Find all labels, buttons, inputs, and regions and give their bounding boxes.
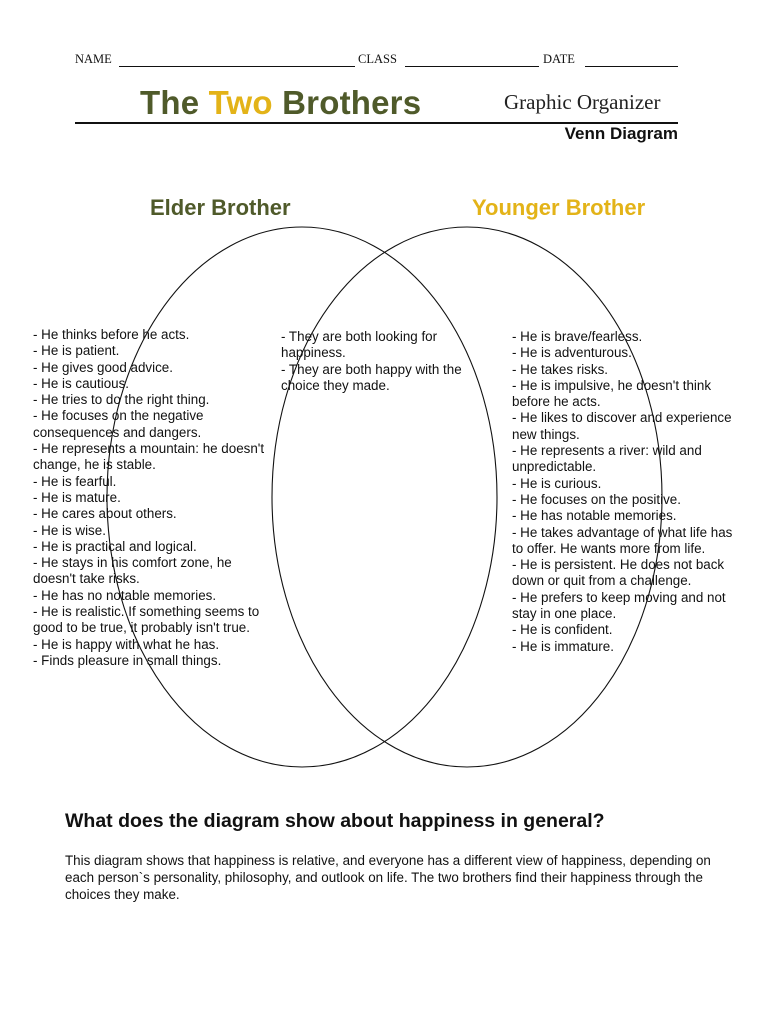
right-ellipse [271, 226, 663, 768]
title-word-two: Two [208, 84, 273, 121]
elder-trait-item: - He thinks before he acts. [33, 327, 190, 342]
younger-trait-item: - He is adventurous. [512, 345, 632, 361]
younger-brother-title: Younger Brother [472, 195, 646, 220]
elder-trait-item: - He gives good advice. [33, 359, 173, 375]
younger-trait-item: - He represents a river: wild and unpred… [512, 443, 702, 475]
date-label: DATE [543, 52, 575, 66]
title-word-brothers: Brothers [272, 84, 422, 121]
elder-trait-item: - He is realistic. If something seems to… [33, 604, 260, 636]
elder-brother-title: Elder Brother [150, 195, 291, 220]
name-label: NAME [75, 52, 112, 66]
left-ellipse [106, 226, 498, 768]
shared-trait-item: - They are both happy with the choice th… [281, 361, 462, 393]
page-title: The Two Brothers [140, 84, 421, 122]
younger-trait-item: - He focuses on the positive. [512, 491, 681, 507]
class-blank[interactable] [405, 66, 539, 67]
younger-trait-item: - He takes advantage of what life has to… [512, 524, 733, 556]
answer-text[interactable]: This diagram shows that happiness is rel… [65, 853, 711, 902]
elder-trait-item: - He represents a mountain: he doesn't c… [33, 441, 265, 473]
elder-trait-item: - He is wise. [33, 522, 106, 538]
younger-trait-item: - He is impulsive, he doesn't think befo… [512, 377, 712, 410]
graphic-organizer-label: Graphic Organizer [504, 90, 661, 114]
younger-brother-traits: - He is brave/fearless.- He is adventuro… [512, 329, 744, 655]
student-info-header: NAME CLASS DATE [75, 52, 678, 70]
elder-trait-item: - Finds pleasure in small things. [33, 652, 222, 668]
venn-diagram-label: Venn Diagram [564, 124, 678, 143]
elder-trait-item: - He is mature. [33, 489, 121, 505]
elder-trait-item: - He is patient. [33, 343, 120, 359]
younger-trait-item: - He is curious. [512, 475, 602, 491]
title-divider [75, 122, 678, 124]
class-label: CLASS [358, 52, 397, 66]
shared-traits: - They are both looking for happiness.- … [281, 329, 496, 394]
elder-trait-item: - He stays in his comfort zone, he doesn… [33, 555, 232, 587]
younger-trait-item: - He has notable memories. [512, 508, 677, 524]
date-blank[interactable] [585, 66, 678, 67]
younger-trait-item: - He likes to discover and experience ne… [512, 410, 732, 442]
elder-trait-item: - He has no notable memories. [33, 587, 217, 603]
elder-trait-item: - He cares about others. [33, 506, 177, 522]
elder-trait-item: - He is cautious. [33, 375, 130, 391]
elder-trait-item: - He tries to do the right thing. [33, 392, 210, 408]
elder-trait-item: - He is practical and logical. [33, 538, 197, 554]
younger-trait-item: - He prefers to keep moving and not stay… [512, 589, 726, 622]
elder-trait-item: - He focuses on the negative consequence… [33, 408, 204, 440]
shared-trait-item: - They are both looking for happiness. [281, 329, 438, 361]
younger-trait-item: - He is brave/fearless. [512, 329, 643, 344]
younger-trait-item: - He is immature. [512, 638, 614, 654]
elder-trait-item: - He is fearful. [33, 473, 117, 489]
younger-trait-item: - He is confident. [512, 622, 613, 638]
name-blank[interactable] [119, 66, 355, 67]
question-heading: What does the diagram show about happine… [65, 810, 605, 832]
elder-trait-item: - He is happy with what he has. [33, 636, 220, 652]
younger-trait-item: - He takes risks. [512, 361, 608, 377]
younger-trait-item: - He is persistent. He does not back dow… [512, 557, 725, 589]
elder-brother-traits: - He thinks before he acts.- He is patie… [33, 327, 265, 669]
title-word-the: The [140, 84, 209, 121]
